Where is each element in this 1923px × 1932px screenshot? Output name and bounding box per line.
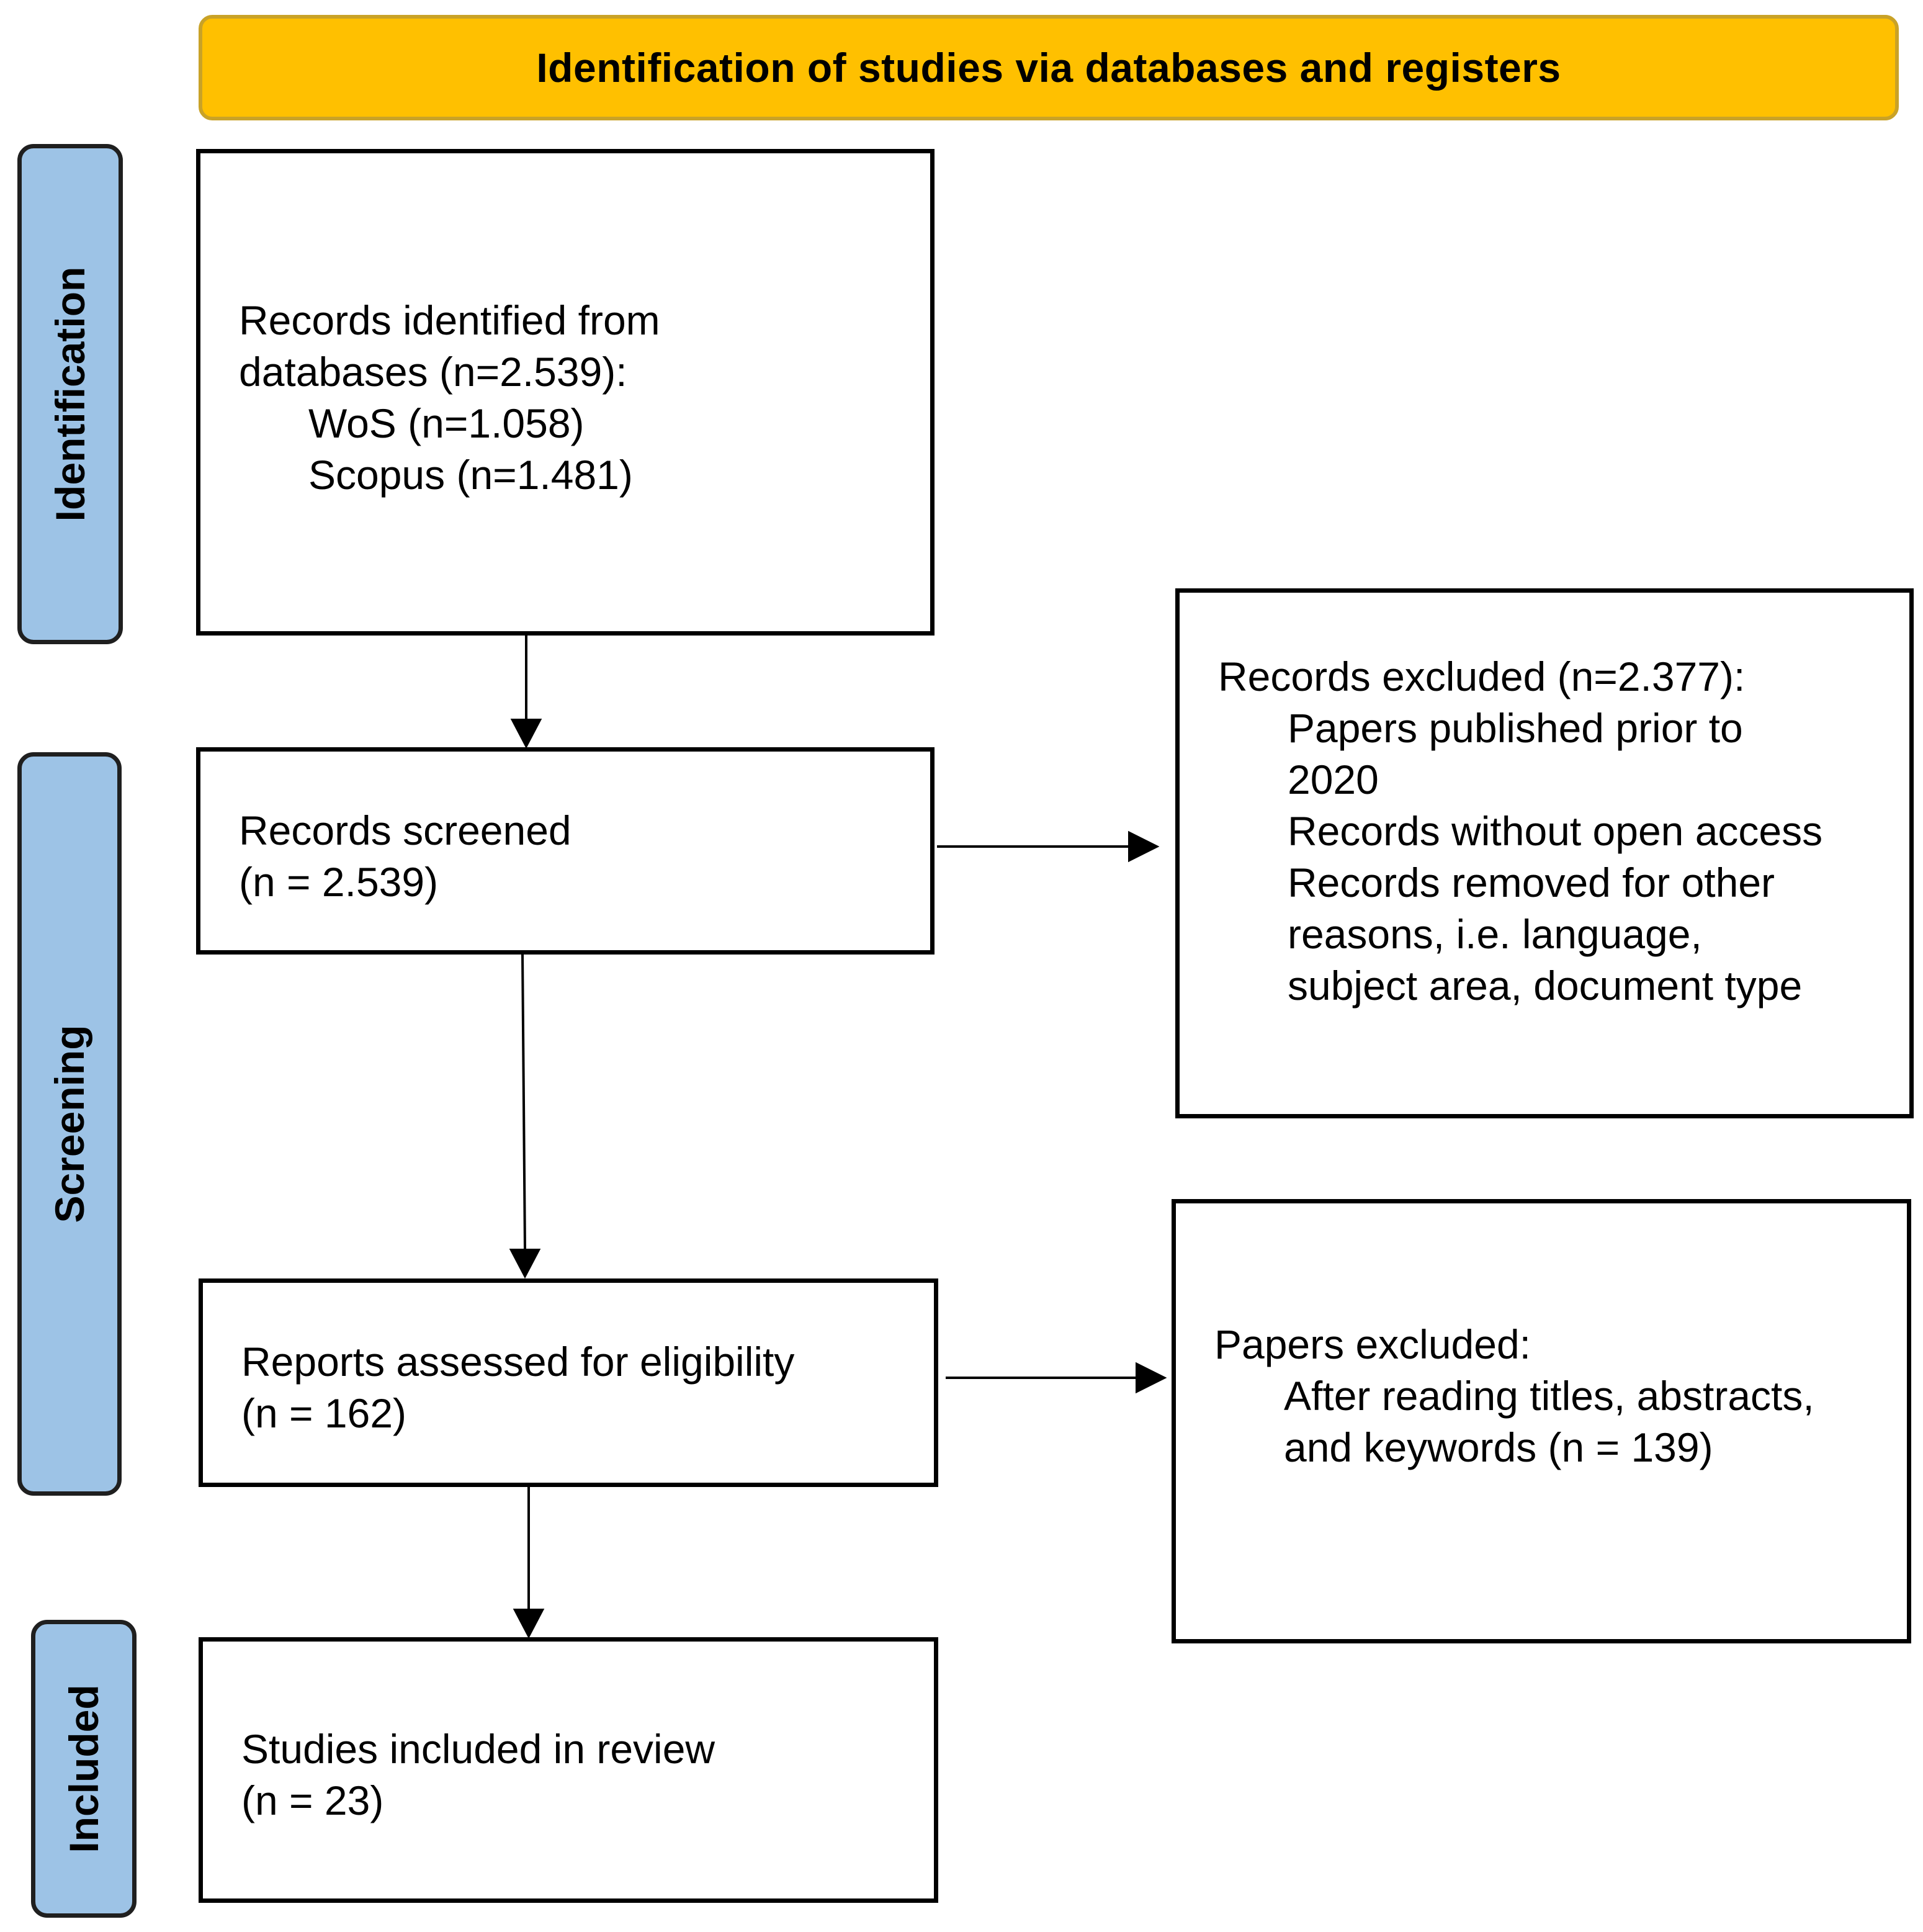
records-screened-line2: (n = 2.539) — [239, 859, 439, 905]
phase-included: Included — [31, 1620, 137, 1918]
records-screened-text: Records screened (n = 2.539) — [239, 805, 572, 908]
header-title: Identification of studies via databases … — [536, 45, 1561, 91]
papers-excluded-line2: After reading titles, abstracts, — [1284, 1373, 1814, 1419]
records-excluded-line4: Records without open access — [1288, 808, 1823, 854]
header-banner: Identification of studies via databases … — [199, 15, 1899, 120]
papers-excluded-box: Papers excluded: After reading titles, a… — [1172, 1199, 1911, 1643]
records-excluded-line7: subject area, document type — [1288, 963, 1803, 1009]
papers-excluded-line3: and keywords (n = 139) — [1284, 1424, 1713, 1470]
papers-excluded-text: Papers excluded: After reading titles, a… — [1214, 1319, 1814, 1473]
phase-screening: Screening — [17, 752, 122, 1496]
records-excluded-box: Records excluded (n=2.377): Papers publi… — [1175, 588, 1914, 1118]
reports-assessed-box: Reports assessed for eligibility (n = 16… — [199, 1278, 938, 1487]
records-identified-box: Records identified from databases (n=2.5… — [196, 149, 935, 636]
records-excluded-line6: reasons, i.e. language, — [1288, 911, 1702, 957]
reports-assessed-line1: Reports assessed for eligibility — [241, 1339, 795, 1385]
papers-excluded-line1: Papers excluded: — [1214, 1321, 1531, 1367]
arrowhead-identified-to-screened — [510, 719, 542, 749]
records-screened-box: Records screened (n = 2.539) — [196, 747, 935, 955]
records-excluded-line2: Papers published prior to — [1288, 705, 1743, 751]
studies-included-box: Studies included in review (n = 23) — [199, 1637, 938, 1903]
records-excluded-line1: Records excluded (n=2.377): — [1218, 654, 1746, 699]
arrow-screened-to-assessed — [521, 954, 526, 1251]
studies-included-line1: Studies included in review — [241, 1726, 715, 1772]
records-identified-scopus: Scopus (n=1.481) — [308, 452, 633, 498]
records-identified-wos: WoS (n=1.058) — [308, 400, 585, 446]
arrowhead-screened-to-excluded — [1128, 830, 1160, 863]
reports-assessed-text: Reports assessed for eligibility (n = 16… — [241, 1336, 794, 1439]
records-identified-line2: databases (n=2.539): — [239, 349, 627, 395]
records-excluded-line5: Records removed for other — [1288, 860, 1775, 905]
records-screened-line1: Records screened — [239, 807, 572, 853]
records-excluded-text: Records excluded (n=2.377): Papers publi… — [1218, 651, 1822, 1012]
studies-included-text: Studies included in review (n = 23) — [241, 1723, 715, 1826]
records-identified-text: Records identified from databases (n=2.5… — [239, 295, 660, 501]
arrowhead-assessed-to-included — [513, 1609, 545, 1639]
studies-included-line2: (n = 23) — [241, 1777, 384, 1823]
arrowhead-assessed-to-papers-excluded — [1136, 1362, 1167, 1394]
arrowhead-screened-to-assessed — [509, 1249, 541, 1279]
records-identified-line1: Records identified from — [239, 297, 660, 343]
records-excluded-line3: 2020 — [1288, 757, 1379, 802]
phase-identification: Identification — [17, 144, 123, 644]
reports-assessed-line2: (n = 162) — [241, 1390, 406, 1436]
